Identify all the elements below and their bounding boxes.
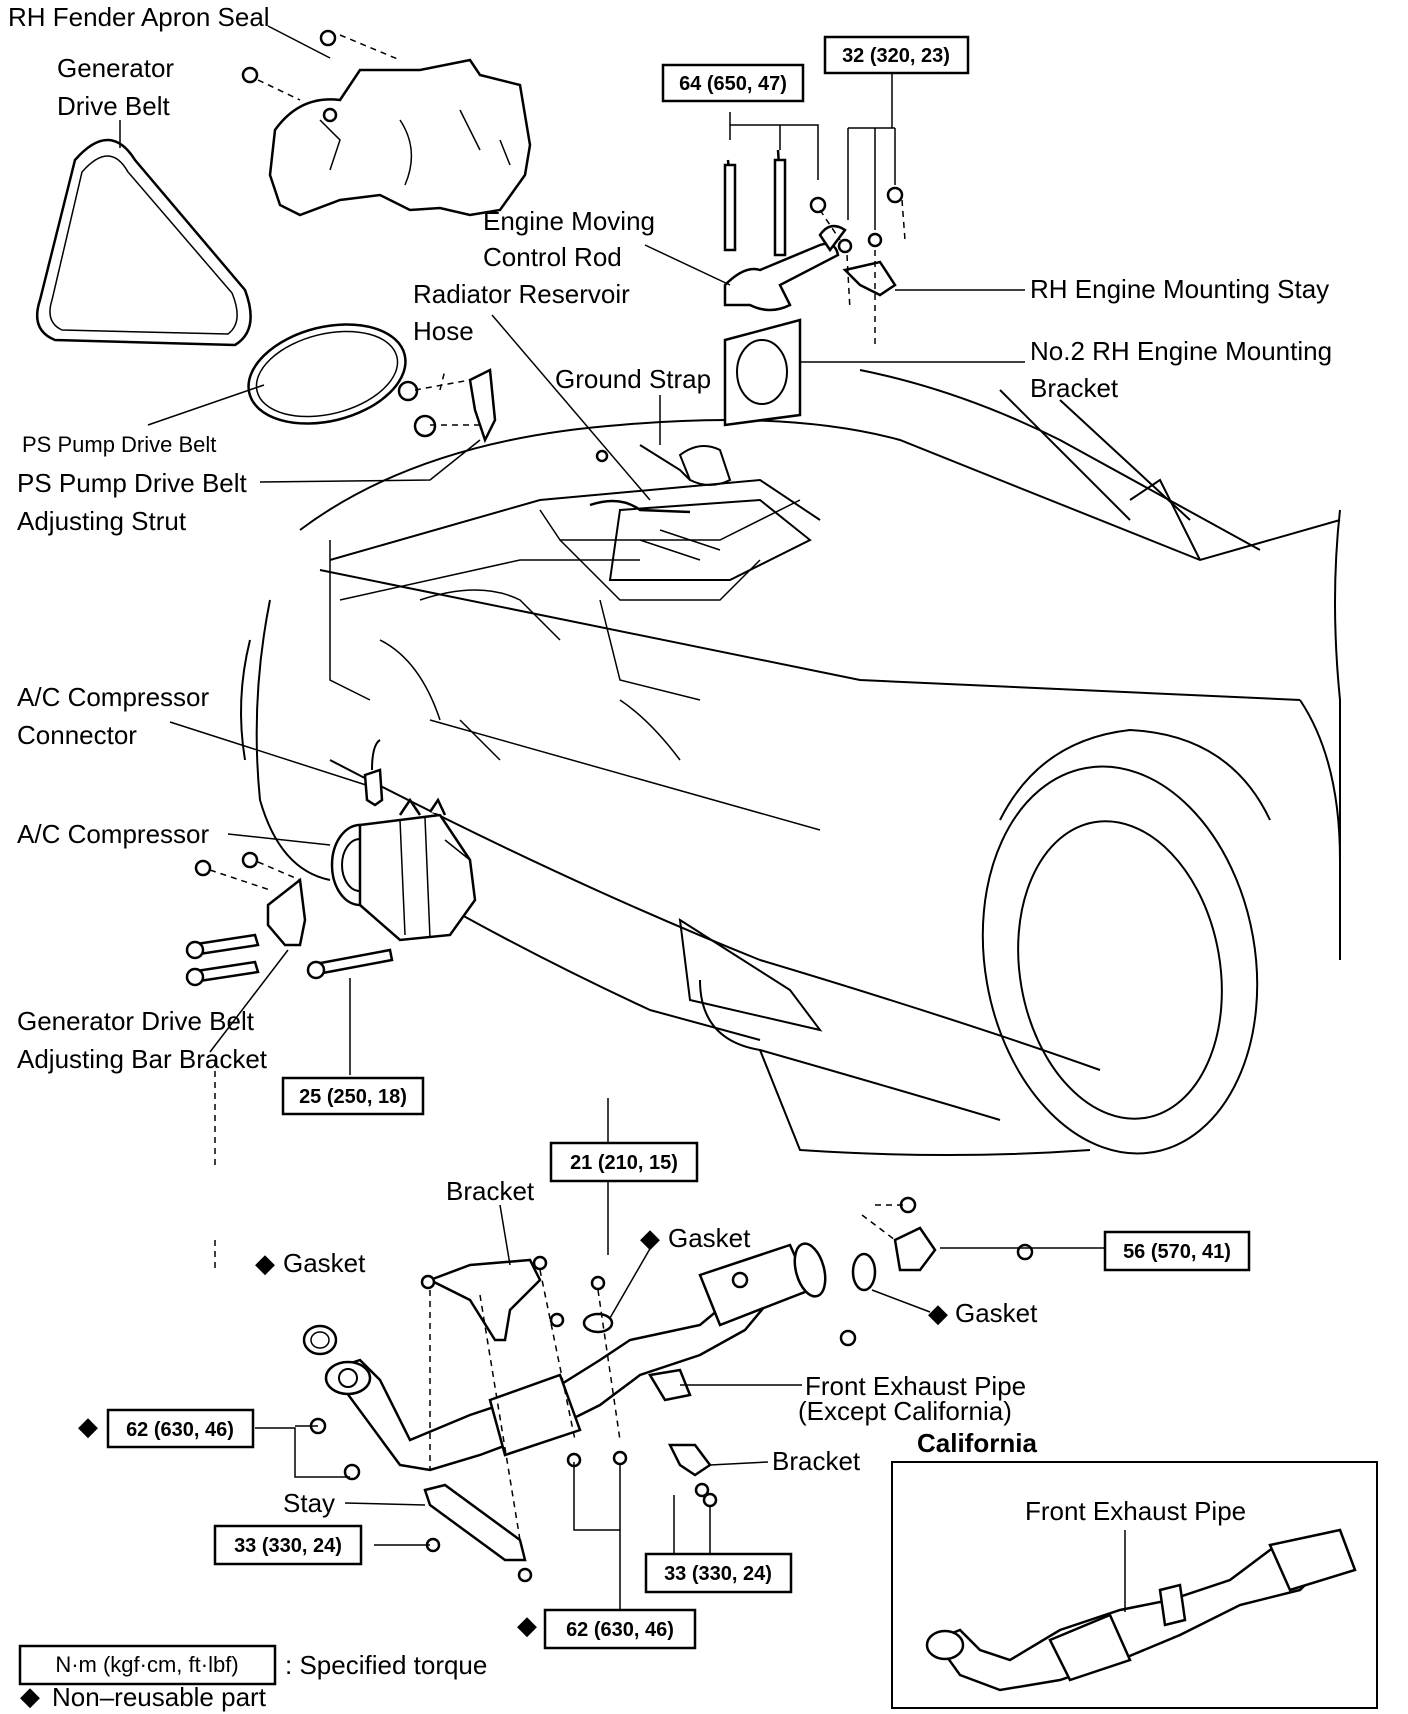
label-bracket-top: Bracket: [446, 1176, 535, 1206]
label-no2-rh-engine-mounting-bracket-line1: No.2 RH Engine Mounting: [1030, 336, 1332, 366]
t32-bracket: [847, 72, 896, 230]
legend: N·m (kgf·cm, ft·lbf) : Specified torque …: [18, 1644, 487, 1712]
label-radiator-reservoir-hose-line1: Radiator Reservoir: [413, 279, 630, 309]
vehicle-outline: [240, 369, 1341, 1156]
label-ground-strap: Ground Strap: [555, 364, 711, 394]
torque-33-left-text: 33 (330, 24): [234, 1535, 342, 1557]
torque-62-bottom-text: 62 (630, 46): [566, 1619, 674, 1641]
torque-25-text: 25 (250, 18): [299, 1086, 407, 1108]
nonreusable-marker-gasket-center: ◆: [640, 1223, 660, 1253]
generator-drive-belt-inner: [49, 155, 238, 335]
nonreusable-marker-62-left: ◆: [78, 1411, 98, 1441]
rh-engine-mounting-stay-part: [842, 260, 897, 297]
legend-nonreusable-text: Non–reusable part: [52, 1682, 267, 1712]
legend-torque-unit: N·m (kgf·cm, ft·lbf): [55, 1652, 238, 1677]
label-generator-adjusting-bar-bracket-line2: Adjusting Bar Bracket: [17, 1044, 268, 1074]
label-generator-drive-belt-line2: Drive Belt: [57, 91, 170, 121]
torque-64-text: 64 (650, 47): [679, 73, 787, 95]
label-bracket-right: Bracket: [772, 1446, 861, 1476]
label-front-exhaust-pipe-line1: Front Exhaust Pipe: [805, 1371, 1026, 1401]
label-ac-compressor: A/C Compressor: [17, 819, 209, 849]
nonreusable-markers: ◆ ◆ ◆ ◆ ◆: [78, 1223, 948, 1640]
generator-drive-belt-part: [35, 138, 252, 347]
label-stay: Stay: [283, 1488, 335, 1518]
legend-nonreusable-marker: ◆: [20, 1681, 40, 1711]
torque-62-left-text: 62 (630, 46): [126, 1419, 234, 1441]
leader-lines-exhaust: [255, 1098, 1108, 1628]
label-radiator-reservoir-hose-line2: Hose: [413, 316, 474, 346]
gasket-left-inner: [310, 1331, 330, 1349]
label-front-exhaust-pipe-california: Front Exhaust Pipe: [1025, 1496, 1246, 1526]
label-gasket-right: Gasket: [955, 1298, 1038, 1328]
ground-strap-part: [639, 444, 691, 481]
gasket-center-part: [582, 1312, 614, 1334]
legend-torque-desc: : Specified torque: [285, 1650, 487, 1680]
text-labels: RH Fender Apron Seal Generator Drive Bel…: [8, 2, 1332, 1526]
torque-box-64: 64 (650, 47): [661, 63, 805, 103]
torque-56-text: 56 (570, 41): [1123, 1241, 1231, 1263]
california-exhaust-pipe-part: [925, 1528, 1357, 1692]
label-ps-pump-adjusting-strut-line1: PS Pump Drive Belt: [17, 468, 248, 498]
bolt-cluster-mid: [185, 851, 394, 987]
ps-pump-drive-belt-inner: [255, 330, 399, 418]
label-generator-adjusting-bar-bracket-line1: Generator Drive Belt: [17, 1006, 255, 1036]
label-ac-compressor-connector-line2: Connector: [17, 720, 137, 750]
label-ac-compressor-connector-line1: A/C Compressor: [17, 682, 209, 712]
torque-21-text: 21 (210, 15): [570, 1152, 678, 1174]
label-engine-moving-control-rod-line1: Engine Moving: [483, 206, 655, 236]
legend-torque-box: [18, 1644, 277, 1686]
ac-connector-wire: [371, 739, 381, 771]
torque-box-33-right: 33 (330, 24): [644, 1552, 793, 1594]
torque-box-25: 25 (250, 18): [281, 1076, 425, 1116]
torque-32-text: 32 (320, 23): [842, 45, 950, 67]
california-inset-box: [891, 1461, 1378, 1709]
bolt-cluster-upper: [241, 29, 904, 463]
leader-lines-upper: [119, 25, 1025, 501]
label-engine-moving-control-rod-line2: Control Rod: [483, 242, 622, 272]
torque-box-33-left: 33 (330, 24): [213, 1524, 363, 1566]
front-exhaust-pipe-part: [324, 1242, 827, 1472]
exhaust-bracket-right-part: [667, 1443, 712, 1477]
torque-box-21: 21 (210, 15): [549, 1141, 699, 1183]
nonreusable-marker-62-bottom: ◆: [517, 1610, 537, 1640]
label-front-exhaust-pipe-line2: (Except California): [798, 1396, 1012, 1426]
generator-adjusting-bar-bracket-part: [266, 877, 307, 947]
label-generator-drive-belt-line1: Generator: [57, 53, 174, 83]
rh-fender-apron-seal-part: [268, 58, 532, 217]
nonreusable-marker-gasket-left: ◆: [255, 1248, 275, 1278]
leader-lines-mid: [169, 721, 367, 1270]
ps-pump-adjusting-strut-part: [397, 368, 497, 444]
label-gasket-center: Gasket: [668, 1223, 751, 1253]
radiator-reservoir-hose-part: [589, 499, 691, 514]
gasket-right-part: [851, 1252, 877, 1292]
label-ps-pump-drive-belt: PS Pump Drive Belt: [22, 432, 216, 457]
torque-box-32: 32 (320, 23): [823, 35, 970, 75]
exhaust-bracket-top-part: [426, 1258, 542, 1342]
torque-box-62-bottom: 62 (630, 46): [543, 1608, 697, 1650]
torque-box-56: 56 (570, 41): [1103, 1230, 1251, 1272]
stay-part: [423, 1483, 527, 1562]
ac-compressor-connector-part: [363, 768, 384, 807]
t64-bracket: [729, 112, 819, 180]
label-ps-pump-adjusting-strut-line2: Adjusting Strut: [17, 506, 187, 536]
nonreusable-marker-gasket-right: ◆: [928, 1298, 948, 1328]
label-rh-fender-apron-seal: RH Fender Apron Seal: [8, 2, 270, 32]
gasket-left-part: [302, 1324, 338, 1356]
torque-33-right-text: 33 (330, 24): [664, 1563, 772, 1585]
label-california: California: [917, 1428, 1037, 1458]
label-gasket-left: Gasket: [283, 1248, 366, 1278]
exhaust-flange-right-part: [893, 1226, 937, 1272]
no2-rh-engine-mounting-bracket-part: [723, 318, 802, 427]
torque-box-62-left: 62 (630, 46): [106, 1408, 255, 1449]
torque-boxes: 64 (650, 47) 32 (320, 23) 25 (250, 18) 2…: [106, 35, 1251, 1650]
ps-pump-drive-belt-part: [247, 323, 407, 425]
label-no2-rh-engine-mounting-bracket-line2: Bracket: [1030, 373, 1119, 403]
label-rh-engine-mounting-stay: RH Engine Mounting Stay: [1030, 274, 1329, 304]
ac-compressor-part: [330, 797, 477, 942]
